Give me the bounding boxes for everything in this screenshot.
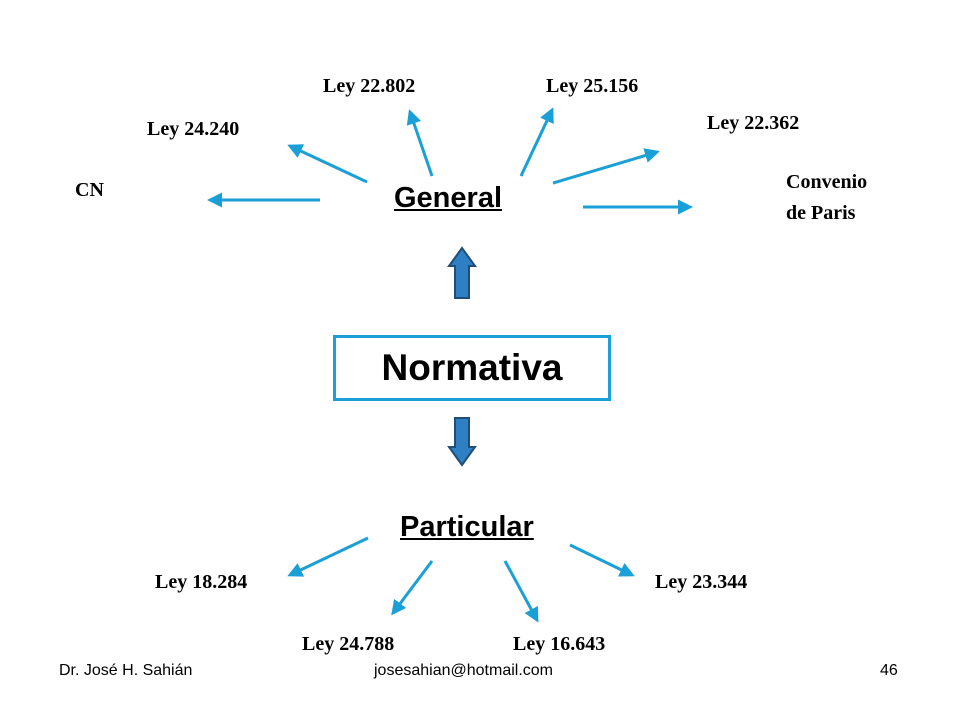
label-convenio: Convenio (786, 171, 868, 193)
arrow-to-ley-22802 (406, 109, 434, 177)
arrow-to-ley-22362 (552, 148, 660, 185)
footer-email[interactable]: josesahian@hotmail.com (374, 662, 553, 679)
label-ley-24240: Ley 24.240 (147, 118, 240, 140)
label-ley-18284: Ley 18.284 (155, 571, 248, 593)
label-cn: CN (75, 179, 104, 201)
label-ley-22802: Ley 22.802 (323, 75, 416, 97)
label-de-paris: de Paris (786, 202, 856, 224)
arrow-to-ley-23344 (569, 543, 635, 577)
arrow-to-ley-18284 (287, 536, 369, 577)
particular-heading: Particular (400, 511, 534, 543)
arrow-to-ley-25156 (519, 107, 554, 177)
label-ley-22362: Ley 22.362 (707, 112, 800, 134)
label-ley-25156: Ley 25.156 (546, 75, 639, 97)
arrow-to-ley-24240 (287, 144, 368, 184)
up-block-arrow (447, 246, 477, 299)
general-heading: General (394, 182, 502, 214)
normativa-title: Normativa (381, 347, 563, 388)
normativa-box: Normativa (333, 335, 611, 401)
down-block-arrow (447, 417, 477, 467)
footer-author: Dr. José H. Sahián (59, 662, 193, 679)
arrow-to-ley-24788 (391, 560, 434, 616)
footer-page-number: 46 (880, 662, 898, 679)
label-ley-24788: Ley 24.788 (302, 633, 395, 655)
label-ley-16643: Ley 16.643 (513, 633, 606, 655)
label-ley-23344: Ley 23.344 (655, 571, 748, 593)
arrow-to-ley-16643 (503, 560, 539, 623)
